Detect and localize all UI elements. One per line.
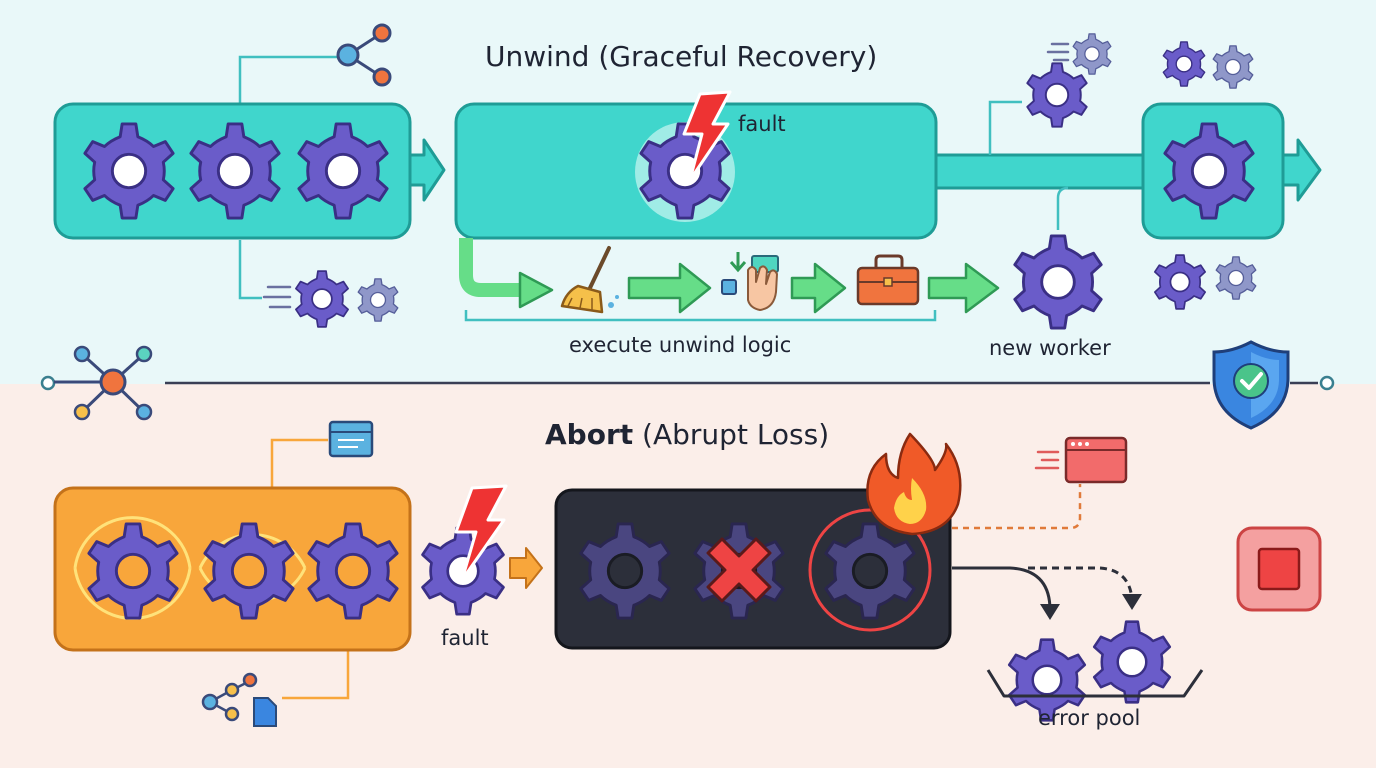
arrow-right-icon bbox=[509, 547, 543, 589]
arrow-right-icon bbox=[927, 262, 1000, 314]
fire-icon bbox=[866, 432, 962, 536]
speed-lines-icon bbox=[262, 285, 292, 309]
share-graph-icon bbox=[336, 23, 392, 87]
error-pool-tray bbox=[986, 669, 1204, 698]
document-icon bbox=[328, 420, 374, 458]
abort-title-rest: (Abrupt Loss) bbox=[633, 418, 830, 451]
fault-label-abort: fault bbox=[441, 626, 489, 650]
share-graph-icon bbox=[201, 672, 277, 727]
abort-title-bold: Abort bbox=[545, 418, 634, 451]
lightning-bolt-icon bbox=[682, 90, 732, 182]
network-node-icon bbox=[54, 345, 153, 421]
browser-window-icon bbox=[1064, 436, 1128, 484]
arrow-right-icon bbox=[627, 262, 712, 314]
lightning-bolt-icon bbox=[454, 484, 508, 582]
arrow-right-icon bbox=[518, 271, 554, 309]
toolbox-icon bbox=[856, 254, 920, 306]
new-worker-label: new worker bbox=[989, 336, 1111, 360]
arrow-right-icon bbox=[408, 138, 446, 202]
error-pool-label: error pool bbox=[1038, 706, 1141, 730]
stop-button-icon bbox=[1236, 526, 1322, 612]
shield-check-icon bbox=[1212, 340, 1290, 430]
abort-title: Abort (Abrupt Loss) bbox=[545, 418, 829, 451]
unwind-logic-label: execute unwind logic bbox=[569, 333, 792, 357]
unwind-title: Unwind (Graceful Recovery) bbox=[485, 40, 878, 73]
broom-icon bbox=[560, 246, 619, 314]
arrow-right-icon bbox=[1281, 138, 1322, 202]
x-mark-icon bbox=[706, 537, 772, 603]
arrow-right-icon bbox=[790, 262, 847, 314]
fault-label-unwind: fault bbox=[738, 112, 786, 136]
hand-release-icon bbox=[721, 252, 779, 311]
